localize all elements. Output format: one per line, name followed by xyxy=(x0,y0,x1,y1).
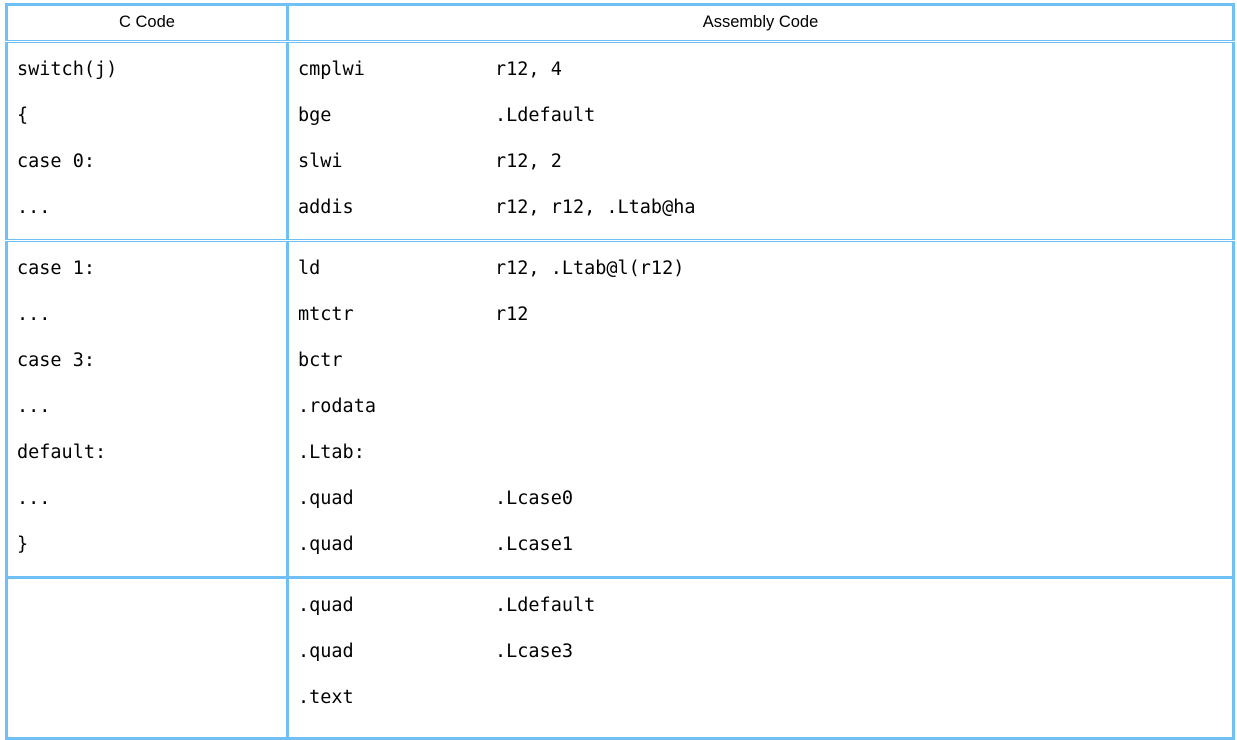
assembly-operands: .Lcase3 xyxy=(495,641,573,662)
assembly-mnemonic: slwi xyxy=(298,151,343,172)
c-code-line: ... xyxy=(17,197,51,218)
assembly-operands: r12, 2 xyxy=(495,151,562,172)
c-code-cell: switch(j) { case 0: ... xyxy=(5,40,289,242)
assembly-mnemonic: .rodata xyxy=(298,396,376,417)
assembly-code-line: .quad .Lcase1 xyxy=(289,522,1232,568)
c-code-cell-empty xyxy=(5,576,289,740)
c-code-line: case 3: xyxy=(17,350,95,371)
assembly-mnemonic: .quad xyxy=(298,534,354,555)
assembly-code-line: .rodata xyxy=(289,384,1232,430)
c-code-line: switch(j) xyxy=(17,59,118,80)
c-code-lines-empty xyxy=(8,579,286,737)
assembly-operands: .Lcase0 xyxy=(495,488,573,509)
table-header: C Code Assembly Code xyxy=(5,3,1235,43)
assembly-code-line: cmplwi r12, 4 xyxy=(289,47,1232,93)
assembly-operands: .Ldefault xyxy=(495,105,596,126)
assembly-code-line: mtctr r12 xyxy=(289,292,1232,338)
table-row: .quad .Ldefault .quad .Lcase3 .text xyxy=(5,576,1235,740)
assembly-code-line: slwi r12, 2 xyxy=(289,139,1232,185)
c-code-lines: case 1: ... case 3: ... default: ... } xyxy=(8,242,286,576)
assembly-code-line: .text xyxy=(289,675,1232,721)
assembly-mnemonic: addis xyxy=(298,197,354,218)
assembly-code-line: ld r12, .Ltab@l(r12) xyxy=(289,246,1232,292)
c-code-line: ... xyxy=(17,488,51,509)
assembly-code-lines: .quad .Ldefault .quad .Lcase3 .text xyxy=(289,579,1232,729)
assembly-mnemonic: .quad xyxy=(298,488,354,509)
assembly-mnemonic: cmplwi xyxy=(298,59,365,80)
c-code-line: case 1: xyxy=(17,258,95,279)
assembly-mnemonic: .Ltab: xyxy=(298,442,365,463)
assembly-operands: r12 xyxy=(495,304,529,325)
c-code-line: { xyxy=(17,105,29,126)
c-code-line: ... xyxy=(17,396,51,417)
table-row: case 1: ... case 3: ... default: ... } l… xyxy=(5,239,1235,579)
assembly-mnemonic: bctr xyxy=(298,350,343,371)
c-code-line: } xyxy=(17,534,29,555)
table-row: switch(j) { case 0: ... cmplwi r12, 4 bg… xyxy=(5,40,1235,242)
assembly-mnemonic: .text xyxy=(298,687,354,708)
c-code-line: case 0: xyxy=(17,151,95,172)
column-header-c-code: C Code xyxy=(5,3,289,43)
assembly-operands: .Lcase1 xyxy=(495,534,573,555)
assembly-code-line: bge .Ldefault xyxy=(289,93,1232,139)
assembly-code-cell: .quad .Ldefault .quad .Lcase3 .text xyxy=(286,576,1235,740)
assembly-code-cell: ld r12, .Ltab@l(r12) mtctr r12 bctr . xyxy=(286,239,1235,579)
assembly-mnemonic: mtctr xyxy=(298,304,354,325)
code-comparison-table: C Code Assembly Code switch(j) { case 0:… xyxy=(5,3,1235,740)
assembly-code-line: bctr xyxy=(289,338,1232,384)
header-row: C Code Assembly Code xyxy=(5,3,1235,43)
assembly-code-lines: cmplwi r12, 4 bge .Ldefault slwi r12, 2 xyxy=(289,43,1232,239)
assembly-mnemonic: ld xyxy=(298,258,321,279)
assembly-mnemonic: .quad xyxy=(298,595,354,616)
assembly-code-lines: ld r12, .Ltab@l(r12) mtctr r12 bctr . xyxy=(289,242,1232,576)
c-code-line: default: xyxy=(17,442,107,463)
c-code-cell: case 1: ... case 3: ... default: ... } xyxy=(5,239,289,579)
column-header-assembly-code: Assembly Code xyxy=(286,3,1235,43)
assembly-operands: r12, 4 xyxy=(495,59,562,80)
assembly-operands: r12, .Ltab@l(r12) xyxy=(495,258,685,279)
assembly-code-line: .quad .Ldefault xyxy=(289,583,1232,629)
code-comparison-table-container: C Code Assembly Code switch(j) { case 0:… xyxy=(0,3,1237,740)
assembly-code-line: .quad .Lcase0 xyxy=(289,476,1232,522)
assembly-mnemonic: .quad xyxy=(298,641,354,662)
assembly-code-line: addis r12, r12, .Ltab@ha xyxy=(289,185,1232,231)
c-code-lines: switch(j) { case 0: ... xyxy=(8,43,286,239)
assembly-operands: .Ldefault xyxy=(495,595,596,616)
c-code-line: ... xyxy=(17,304,51,325)
assembly-code-cell: cmplwi r12, 4 bge .Ldefault slwi r12, 2 xyxy=(286,40,1235,242)
assembly-operands: r12, r12, .Ltab@ha xyxy=(495,197,696,218)
assembly-mnemonic: bge xyxy=(298,105,332,126)
assembly-code-line: .quad .Lcase3 xyxy=(289,629,1232,675)
table-body: switch(j) { case 0: ... cmplwi r12, 4 bg… xyxy=(5,40,1235,740)
assembly-code-line: .Ltab: xyxy=(289,430,1232,476)
